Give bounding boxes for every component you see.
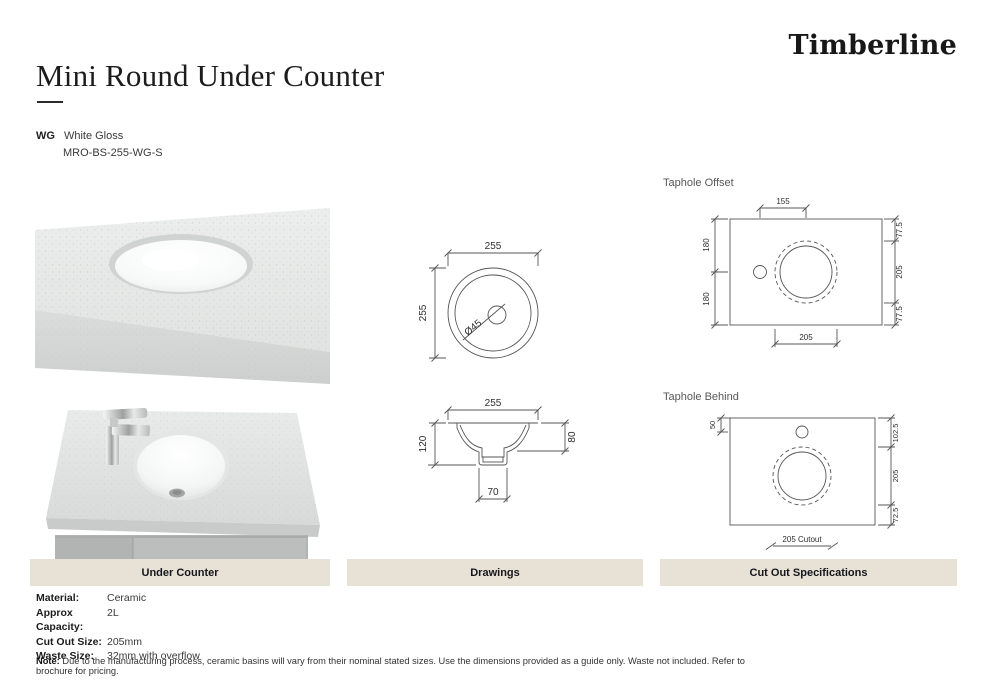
- note-text: Due to the manufacturing process, cerami…: [36, 656, 745, 676]
- drawing-top-view: 255 255 Ø45: [418, 241, 542, 362]
- spec-value: 205mm: [107, 635, 143, 648]
- spec-value: 2L: [107, 606, 119, 619]
- dim-offset-right-bottom: 77.5: [895, 306, 904, 322]
- note-label: Note:: [36, 656, 60, 666]
- variant-block: WG White Gloss MRO-BS-255-WG-S: [36, 128, 163, 162]
- taphole-offset-title: Taphole Offset: [663, 177, 734, 189]
- spec-value: 32mm with overflow: [107, 650, 200, 663]
- spec-label: Waste Size:: [36, 650, 94, 663]
- spec-label: Approx Capacity:: [36, 606, 84, 634]
- inset-basin: [137, 435, 225, 497]
- spec-row: Waste Size: 32mm with overflow: [36, 649, 200, 664]
- section-label-under-counter: Under Counter: [30, 559, 330, 586]
- dim-side-drain-width: 70: [487, 487, 499, 498]
- section-label-drawings: Drawings: [347, 559, 643, 586]
- dim-offset-left-upper: 180: [702, 238, 711, 252]
- section-label-cutout-specs: Cut Out Specifications: [660, 559, 957, 586]
- dim-side-width: 255: [485, 398, 502, 409]
- product-photo-vanity: [46, 407, 320, 559]
- variant-finish: White Gloss: [63, 130, 124, 142]
- tap: [103, 407, 150, 465]
- dim-behind-right-bottom: 72.5: [891, 508, 900, 523]
- diagram-taphole-offset: 155 180 180 77.5 205 77.5 205: [702, 197, 904, 348]
- taphole-behind-title: Taphole Behind: [663, 391, 739, 403]
- dim-offset-right-top: 77.5: [895, 222, 904, 238]
- spec-row: Material: Ceramic: [36, 591, 200, 606]
- dim-side-depth: 80: [567, 431, 578, 443]
- dim-offset-bottom: 205: [799, 333, 813, 342]
- drawing-side-view: 255 120 80 70: [418, 398, 578, 503]
- footnote: Note: Due to the manufacturing process, …: [36, 656, 776, 676]
- title-underline: [37, 101, 63, 103]
- dim-left-height: 255: [418, 304, 429, 321]
- spec-value: Ceramic: [107, 592, 147, 604]
- product-photo-countertop: [35, 208, 330, 384]
- dim-behind-left-top: 50: [708, 421, 717, 429]
- diagram-taphole-behind: 50 102.5 205 72.5 205 Cutout: [708, 414, 900, 550]
- dim-behind-bottom: 205 Cutout: [782, 535, 822, 544]
- page-title: Mini Round Under Counter: [36, 58, 385, 93]
- spec-row: Approx Capacity: 2L: [36, 606, 200, 635]
- variant-code: WG: [36, 130, 55, 142]
- dim-offset-right-mid: 205: [895, 265, 904, 279]
- dim-offset-top: 155: [776, 197, 790, 206]
- spec-table: Material: Ceramic Approx Capacity: 2L Cu…: [36, 591, 200, 664]
- timberline-logo: Timberline: [788, 30, 957, 61]
- dim-behind-right-top: 102.5: [891, 424, 900, 443]
- dim-drain-diameter: Ø45: [463, 318, 485, 339]
- variant-sku: MRO-BS-255-WG-S: [63, 147, 163, 159]
- spec-row: Cut Out Size: 205mm: [36, 635, 200, 650]
- spec-label: Cut Out Size:: [36, 635, 102, 648]
- dim-top-width: 255: [485, 241, 502, 252]
- spec-label: Material:: [36, 592, 80, 604]
- dim-offset-left-lower: 180: [702, 292, 711, 306]
- dim-behind-right-mid: 205: [891, 470, 900, 483]
- dim-side-height: 120: [418, 435, 429, 452]
